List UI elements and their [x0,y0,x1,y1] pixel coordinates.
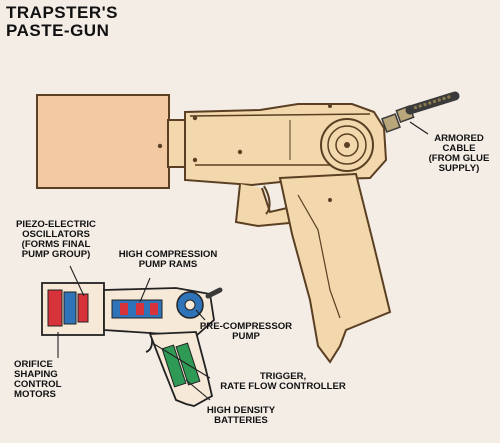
label-high-density-batteries: HIGH DENSITY BATTERIES [206,405,276,427]
trigger [263,185,271,215]
label-piezo-oscillators: PIEZO-ELECTRIC OSCILLATORS (FORMS FINAL … [16,219,96,261]
label-armored-cable: ARMORED CABLE (FROM GLUE SUPPLY) [428,133,490,175]
diagram-title: TRAPSTER'S PASTE-GUN [6,4,118,40]
label-orifice-shaping-motors: ORIFICE SHAPING CONTROL MOTORS [14,359,62,401]
title-line: PASTE-GUN [6,20,110,40]
main-gun-illustration [36,91,460,364]
label-leader-lines [57,265,211,401]
title-line: TRAPSTER'S [6,3,118,22]
armored-cable [381,91,460,133]
label-high-compression-pump-rams: HIGH COMPRESSION PUMP RAMS [118,249,218,271]
gun-grip [278,172,392,364]
label-pre-compressor-pump: PRE-COMPRESSOR PUMP [199,321,293,343]
battery-cell [161,344,187,388]
label-trigger-rate-flow: TRIGGER, RATE FLOW CONTROLLER [220,371,346,393]
gun-nozzle-block [36,94,170,189]
